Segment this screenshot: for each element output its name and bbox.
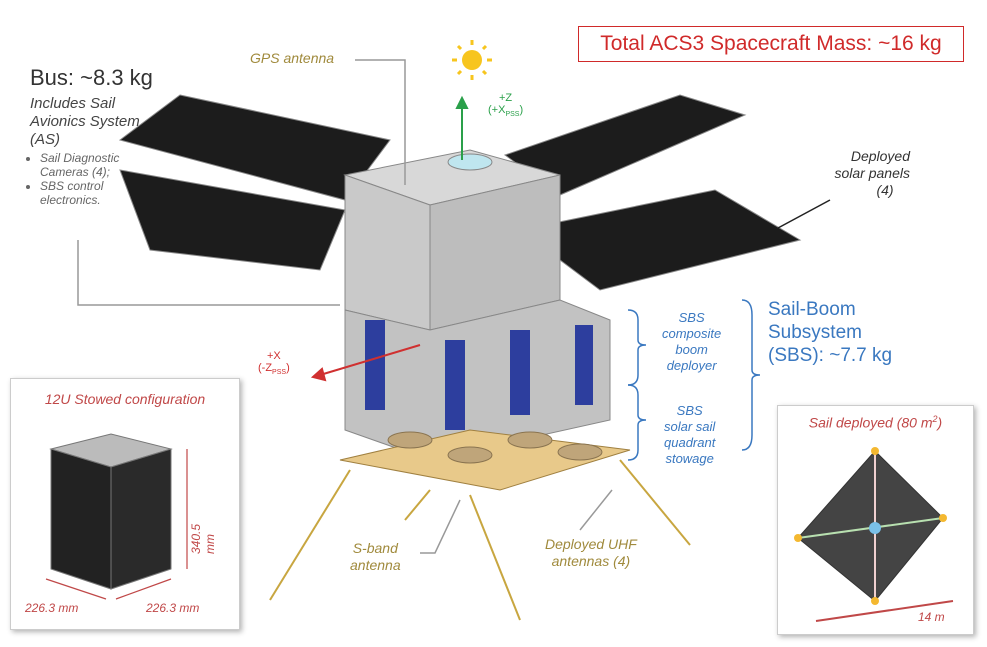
sail-deployed-illustration <box>794 447 954 622</box>
sband-line: S-band <box>352 540 398 556</box>
uhf-label: Deployed UHF antennas (4) <box>545 536 637 570</box>
sband-line: antenna <box>350 557 401 573</box>
bus-bullet: SBS control electronics. <box>40 179 150 207</box>
x-axis-sub: (-Z <box>258 362 273 374</box>
sail-stowage-label: SBS solar sail quadrant stowage <box>664 403 715 467</box>
solar-line: Deployed <box>850 148 910 164</box>
stow-line: stowage <box>665 451 714 466</box>
sail-title-sup: 2 <box>932 414 938 424</box>
stow-line: solar sail <box>664 419 716 434</box>
sail-deployed-panel: Sail deployed (80 m2) 14 m <box>777 405 974 635</box>
sail-title-close: ) <box>937 414 943 431</box>
x-axis-label: +X (-ZPSS) <box>258 350 290 376</box>
z-axis-close: ) <box>519 104 524 116</box>
bus-bullet: Sail Diagnostic Cameras (4); <box>40 151 150 179</box>
stowed-height: 340.5 mm <box>189 523 217 554</box>
solar-panels-label: Deployed solar panels (4) <box>820 148 911 199</box>
uhf-line: antennas (4) <box>551 553 631 569</box>
boom-line: SBS <box>678 310 705 325</box>
stowed-title: 12U Stowed configuration <box>44 391 206 407</box>
z-axis-sub: (+X <box>488 104 506 116</box>
bus-description: Bus: ~8.3 kg Includes Sail Avionics Syst… <box>30 65 190 207</box>
sbs-line: Subsystem <box>768 322 862 343</box>
bus-mass: Bus: ~8.3 kg <box>30 65 153 90</box>
boom-deployer-label: SBS composite boom deployer <box>662 310 721 374</box>
solar-line: solar panels <box>834 165 911 181</box>
sbs-mass-label: Sail-Boom Subsystem (SBS): ~7.7 kg <box>768 298 892 367</box>
stow-line: SBS <box>676 403 703 418</box>
total-mass-box: Total ACS3 Spacecraft Mass: ~16 kg <box>578 26 964 62</box>
sail-title: Sail deployed (80 m2) <box>778 414 973 431</box>
bus-line: Includes Sail <box>30 95 116 112</box>
sun-icon <box>452 40 492 80</box>
z-axis-subscript: PSS <box>505 111 520 119</box>
stowed-width-1: 226.3 mm <box>25 601 79 615</box>
bus-line: (AS) <box>30 131 60 148</box>
solar-line: (4) <box>876 182 894 198</box>
boom-line: boom <box>675 342 708 357</box>
uhf-antennas <box>269 459 691 621</box>
x-axis-subscript: PSS <box>272 369 287 377</box>
stowed-config-panel: 12U Stowed configuration 340.5 mm 226.3 … <box>10 378 240 630</box>
boom-line: composite <box>662 326 722 341</box>
stowed-cubesat-illustration <box>45 433 188 600</box>
stow-line: quadrant <box>664 435 716 450</box>
sail-title-text: Sail deployed (80 m <box>808 414 933 431</box>
x-axis-close: ) <box>286 362 290 374</box>
gps-label: GPS antenna <box>250 50 335 66</box>
x-axis-text: +X <box>266 350 281 362</box>
s-band-label: S-band antenna <box>350 540 401 574</box>
uhf-line: Deployed UHF <box>545 536 637 552</box>
bus-line: Avionics System <box>30 113 140 130</box>
sbs-line: Sail-Boom <box>768 299 856 320</box>
total-mass-title: Total ACS3 Spacecraft Mass: ~16 kg <box>600 32 942 55</box>
sail-span: 14 m <box>918 610 945 624</box>
boom-line: deployer <box>666 358 717 373</box>
stowed-width-2: 226.3 mm <box>146 601 200 615</box>
z-axis-text: +Z <box>498 92 513 104</box>
z-axis-label: +Z (+XPSS) <box>488 92 523 118</box>
sbs-line: (SBS): ~7.7 kg <box>768 345 893 366</box>
